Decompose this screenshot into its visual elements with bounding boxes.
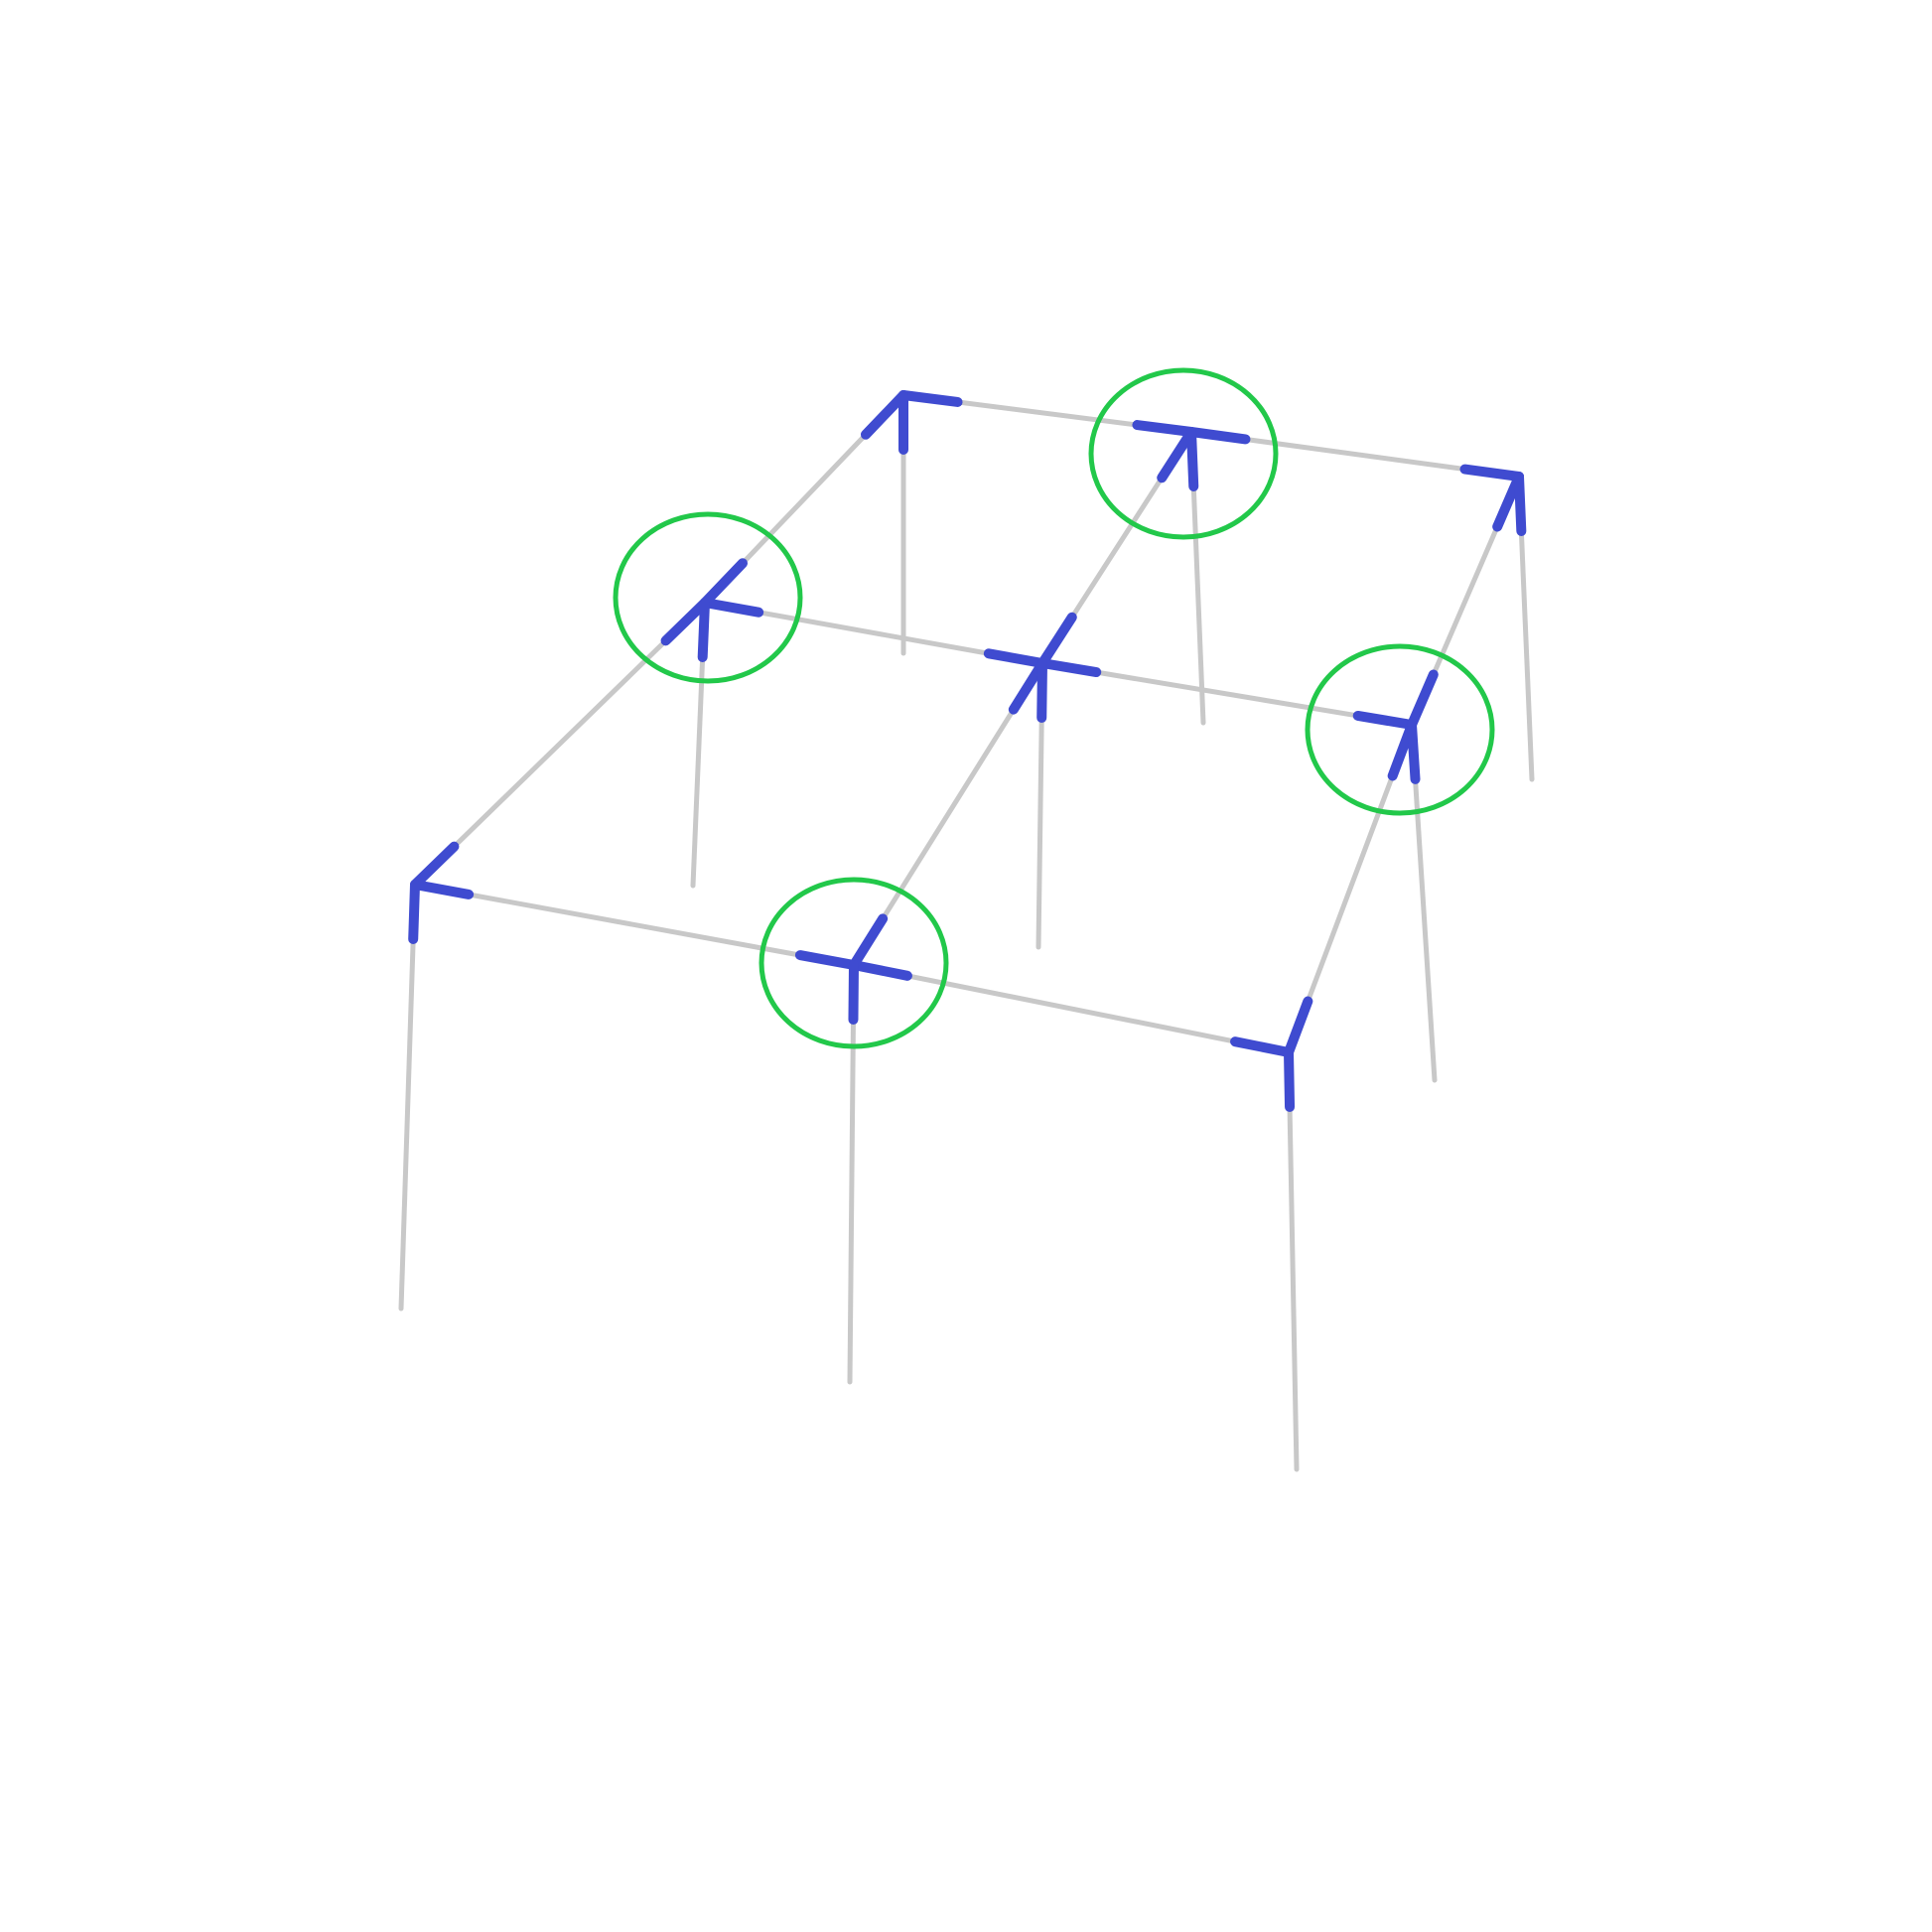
connection-stub-mr-column — [1407, 720, 1421, 784]
connection-stub-tr-column — [1514, 472, 1527, 536]
column-bm — [847, 962, 857, 1385]
beam-bm-br — [851, 962, 1292, 1055]
connection-stub-ml-mm — [700, 598, 764, 618]
connection-stub-tm-column — [1186, 427, 1199, 491]
connection-stub-mr-tr — [1407, 669, 1439, 730]
highlight-circle-ml — [613, 511, 803, 684]
column-bl — [398, 882, 418, 1311]
highlight-circle-tm — [1088, 367, 1279, 540]
connection-stub-tm-tr — [1186, 427, 1251, 445]
connection-stub-bl-ml — [410, 841, 460, 890]
column-br — [1286, 1049, 1300, 1472]
connection-stub-br-mr — [1284, 996, 1313, 1057]
connection-stub-bm-br — [849, 960, 912, 981]
connection-stub-bm-bl — [794, 950, 859, 970]
connection-stub-br-column — [1284, 1047, 1296, 1112]
connection-stub-mm-tm — [1037, 612, 1077, 668]
connection-stub-mr-mm — [1352, 710, 1417, 730]
connection-stub-mm-mr — [1037, 658, 1102, 678]
connection-stub-bl-bm — [410, 880, 475, 899]
connection-stub-mm-ml — [983, 648, 1047, 668]
connection-stub-ml-column — [697, 598, 710, 662]
connection-stub-tm-tl — [1132, 420, 1196, 437]
connection-stub-tr-tm — [1459, 464, 1524, 482]
highlight-circle-bm — [759, 877, 949, 1049]
beam-bl-bm — [412, 882, 857, 968]
beam-group — [412, 392, 1522, 1055]
beam-bl-ml — [412, 600, 708, 888]
connection-stub-tl-ml — [860, 390, 908, 440]
connection-stub-br-bm — [1230, 1036, 1294, 1057]
column-group — [398, 392, 1535, 1472]
highlight-circle-mr — [1305, 643, 1495, 816]
connection-stub-ml-tl — [700, 558, 749, 608]
connection-stub-mm-column — [1036, 658, 1047, 723]
beam-mm-mr — [1039, 660, 1415, 728]
connection-stub-bm-column — [848, 960, 859, 1025]
connection-stub-tm-mm — [1157, 427, 1196, 483]
connection-stub-group — [408, 390, 1527, 1112]
connection-stub-ml-bl — [660, 598, 710, 646]
connection-stub-bm-mm — [849, 913, 889, 970]
connection-stub-bl-column — [408, 880, 420, 944]
highlight-circle-group — [613, 367, 1495, 1049]
connection-stub-tl-tm — [898, 390, 963, 407]
